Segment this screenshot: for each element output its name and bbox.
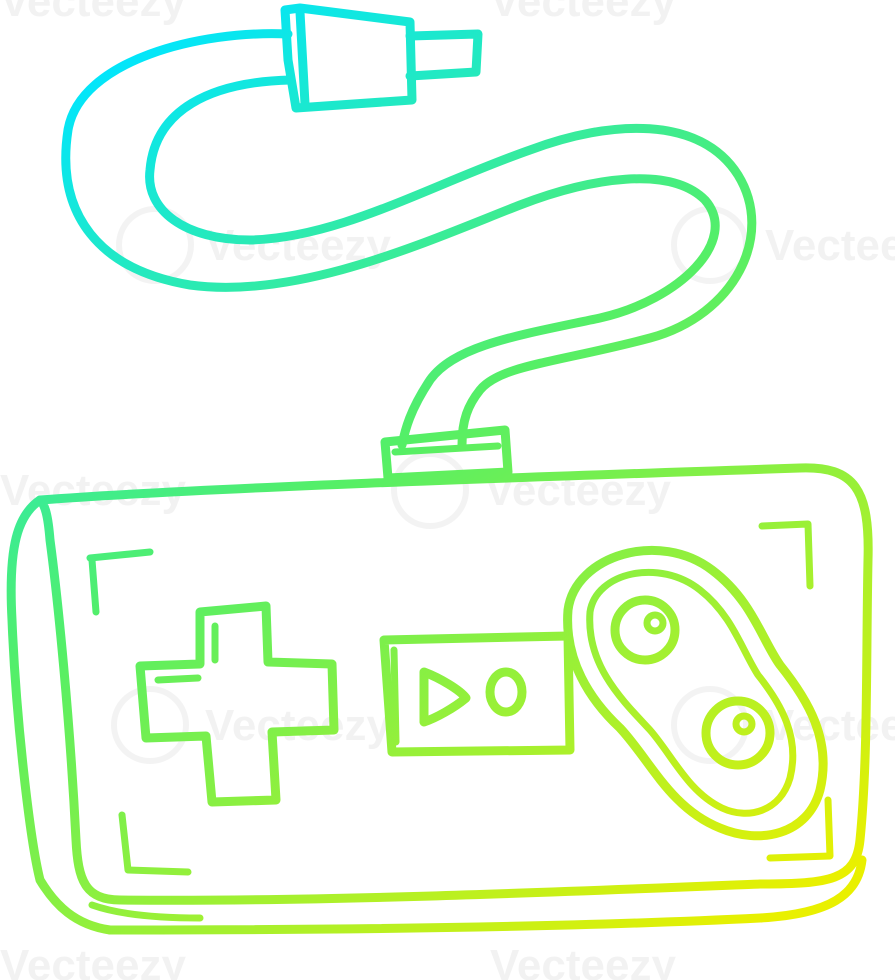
watermark-text: Vecteezy [205,701,391,750]
action-button-a [610,595,680,665]
center-panel [379,631,575,757]
watermark-text: Vecteezy [0,0,186,26]
d-pad-icon [135,601,339,807]
watermark-logo-icon [111,686,189,764]
record-icon [485,667,527,717]
cable-connector [380,425,513,483]
watermark-text: Vecteezy [490,0,676,26]
action-buttons [563,545,828,841]
watermark-logo-icon [391,451,469,529]
watermark-text: Vecteezy [765,221,895,270]
action-button-b [701,696,775,770]
watermark-logo-icon [671,686,749,764]
watermark-text: Vecteezy [490,941,676,980]
cable [61,29,757,450]
usb-plug-icon [280,3,483,113]
corner-marks [86,520,834,876]
play-icon [419,667,471,727]
watermark-text: Vecteezy [0,941,186,980]
controller-body [6,463,873,935]
